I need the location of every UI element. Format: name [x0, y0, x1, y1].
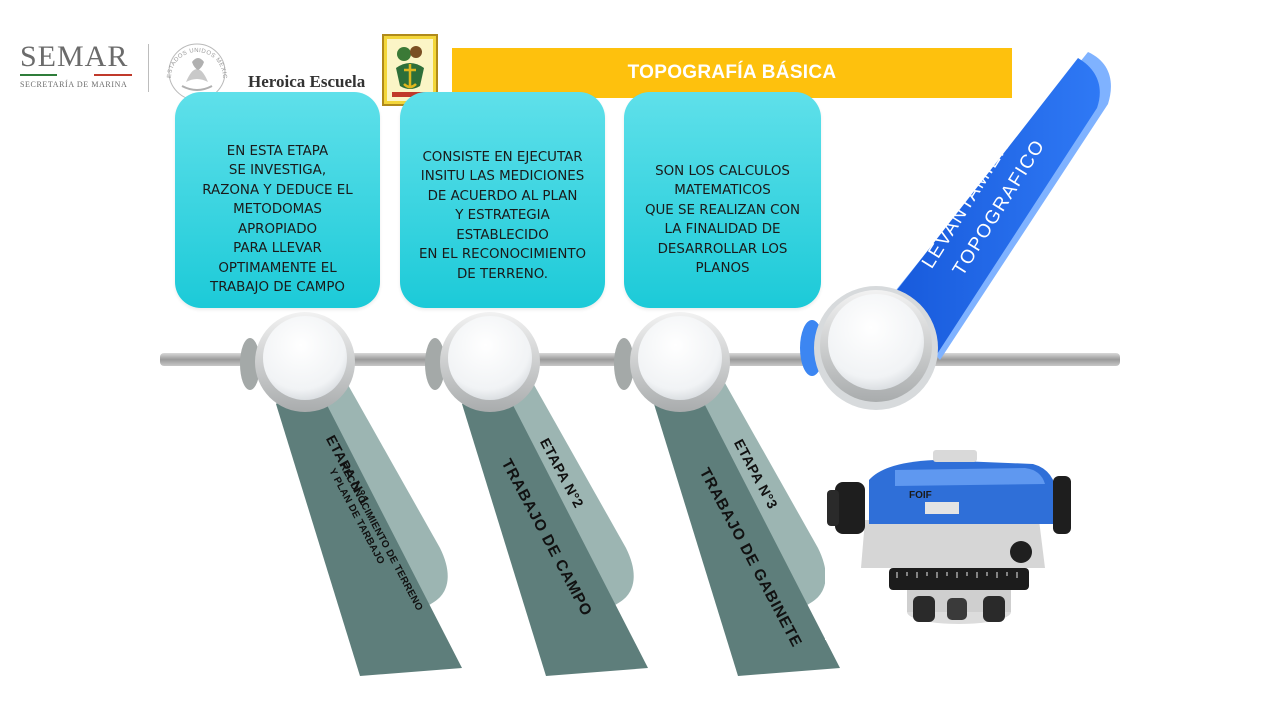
stage-1-description-card: EN ESTA ETAPA SE INVESTIGA, RAZONA Y DED… [175, 92, 380, 308]
stage-1-description: EN ESTA ETAPA SE INVESTIGA, RAZONA Y DED… [202, 143, 353, 296]
semar-logo: SEMAR SECRETARÍA DE MARINA [20, 42, 140, 89]
stage-ring-3 [614, 312, 730, 412]
stage-ring-1 [240, 312, 355, 412]
title-bar: TOPOGRAFÍA BÁSICA [452, 48, 1012, 98]
stage-3-description: SON LOS CALCULOS MATEMATICOS QUE SE REAL… [644, 163, 801, 277]
stage-ring-2 [425, 312, 540, 412]
instrument-brand: FOIF [909, 490, 932, 501]
naval-crest-icon [382, 34, 438, 106]
stage-ribbon-2 [462, 360, 648, 676]
page-title: TOPOGRAFÍA BÁSICA [627, 62, 837, 83]
stage-ring-final [800, 286, 938, 410]
logo-divider [148, 44, 149, 92]
stage-ribbon-3 [654, 360, 840, 676]
stage-2-description: CONSISTE EN EJECUTAR INSITU LAS MEDICION… [418, 149, 587, 282]
semar-subtitle: SECRETARÍA DE MARINA [20, 80, 128, 89]
semar-flag-rule [20, 74, 132, 76]
final-stage-ribbon [872, 52, 1111, 368]
semar-wordmark: SEMAR [20, 40, 129, 73]
stage-ribbon-1 [276, 360, 462, 676]
auto-level-instrument-icon: FOIF [825, 440, 1077, 640]
stage-2-description-card: CONSISTE EN EJECUTAR INSITU LAS MEDICION… [400, 92, 605, 308]
stage-3-description-card: SON LOS CALCULOS MATEMATICOS QUE SE REAL… [624, 92, 821, 308]
